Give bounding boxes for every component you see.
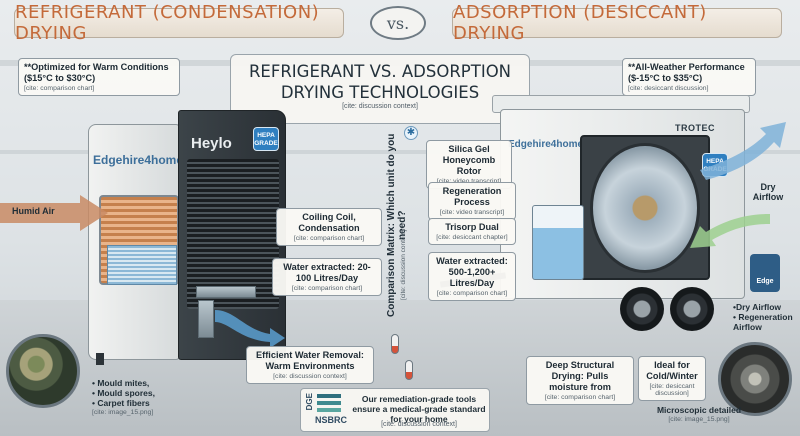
- rotor-callout: Silica Gel Honeycomb Rotor [cite: video …: [426, 140, 512, 189]
- drain-valve: [198, 300, 214, 338]
- microscopic-spore-image: [718, 342, 792, 416]
- removal-text: Efficient Water Removal: Warm Environmen…: [256, 350, 364, 371]
- deep-drying-cite: [cite: comparison chart]: [544, 394, 616, 401]
- right-water-text: Water extracted: 500-1,200+ Litres/Day: [436, 256, 508, 288]
- deep-drying-callout: Deep Structural Drying: Pulls moisture f…: [526, 356, 634, 405]
- model-name: Heylo: [191, 135, 232, 152]
- nsbrc-logo: NSBRC: [315, 415, 348, 425]
- thermometer-icon: [391, 334, 399, 354]
- micro-cite: [cite: image_15.png]: [668, 416, 730, 423]
- regen-airflow-arrow: [690, 214, 770, 248]
- snowflake-icon: ✱: [404, 126, 418, 140]
- coil-callout: Coiling Coil, Condensation [cite: compar…: [276, 208, 382, 246]
- edge-logo: Edge: [750, 254, 780, 292]
- airflow-list: •Dry Airflow • Regeneration Airflow: [733, 302, 797, 332]
- deep-drying-text: Deep Structural Drying: Pulls moisture f…: [545, 360, 615, 392]
- right-water-cite: [cite: comparison chart]: [436, 290, 508, 297]
- bottom-card: DGE NSBRC Our remediation-grade tools en…: [300, 388, 490, 432]
- micro-text: Microscopic detailed: [656, 405, 742, 415]
- right-banner: ADSORPTION (DESICCANT) DRYING: [452, 2, 782, 44]
- unit-side-panel: Heylo HEPA GRADE: [178, 110, 286, 360]
- trailer-wheel: [620, 287, 664, 331]
- water-tank: [532, 205, 584, 280]
- right-brand: Edgehire4homes: [508, 139, 589, 150]
- regen-cite: [cite: video transcript]: [439, 209, 505, 216]
- regen-text: Regeneration Process: [442, 186, 502, 207]
- humid-air-arrow: [0, 195, 108, 231]
- cold-cite: [cite: desiccant discussion]: [649, 383, 695, 397]
- left-temp-cite: [cite: comparison chart]: [24, 85, 95, 92]
- background-beam: [0, 150, 800, 154]
- allergen-item: • Carpet fibers: [92, 398, 150, 408]
- allergen-item: • Mould spores,: [92, 388, 155, 398]
- air-grille: [187, 159, 279, 309]
- dry-airflow-label: Dry Airflow: [752, 182, 784, 202]
- bottom-cite: [cite: discussion context]: [381, 421, 457, 428]
- coil-cite: [cite: comparison chart]: [293, 235, 365, 242]
- right-temp-cite: [cite: desiccant discussion]: [628, 85, 709, 92]
- unit-foot: [96, 353, 104, 365]
- humid-air-label: Humid Air: [12, 206, 55, 216]
- trailer-wheel: [670, 287, 714, 331]
- evaporator-coil: [107, 245, 177, 285]
- thermometer-icon: [405, 360, 413, 380]
- title-line-2: DRYING TECHNOLOGIES: [280, 83, 480, 102]
- trisorp-callout: Trisorp Dual [cite: desiccant chapter]: [428, 218, 516, 245]
- rotor-cite: [cite: video transcript]: [432, 178, 506, 185]
- allergen-cite: [cite: image_15.png]: [92, 409, 154, 416]
- removal-cite: [cite: discussion context]: [273, 373, 347, 380]
- rotor-text: Silica Gel Honeycomb Rotor: [442, 144, 496, 176]
- title-line-1: REFRIGERANT VS. ADSORPTION: [248, 62, 512, 81]
- unit-front-panel: Edgehire4homes: [88, 124, 190, 360]
- maker-logo: TROTEC: [675, 123, 715, 133]
- micro-caption: Microscopic detailed [cite: image_15.png…: [654, 405, 744, 425]
- cold-text: Ideal for Cold/Winter: [646, 360, 698, 381]
- right-temp-callout: **All-Weather Performance ($-15°C to $35…: [622, 58, 756, 96]
- airflow-item: • Regeneration Airflow: [733, 312, 793, 332]
- bottom-text: Our remediation-grade tools ensure a med…: [352, 394, 486, 424]
- trisorp-cite: [cite: desiccant chapter]: [436, 234, 508, 241]
- left-water-cite: [cite: comparison chart]: [291, 285, 363, 292]
- dry-airflow-arrow: [700, 122, 786, 180]
- comparison-question-cite: [cite: discussion context]: [400, 229, 407, 300]
- water-flow-arrow: [215, 310, 285, 348]
- hepa-badge: HEPA GRADE: [253, 127, 279, 151]
- left-water-text: Water extracted: 20-100 Litres/Day: [283, 262, 371, 283]
- right-temp-text: **All-Weather Performance ($-15°C to $35…: [628, 62, 745, 83]
- removal-callout: Efficient Water Removal: Warm Environmen…: [246, 346, 374, 384]
- coil-text: Coiling Coil, Condensation: [298, 212, 360, 233]
- left-temp-text: **Optimized for Warm Conditions ($15°C t…: [24, 62, 169, 83]
- desiccant-rotor: [590, 143, 700, 273]
- title-cite: [cite: discussion context]: [342, 103, 418, 110]
- right-water-callout: Water extracted: 500-1,200+ Litres/Day […: [428, 252, 516, 301]
- allergen-list: • Mould mites, • Mould spores, • Carpet …: [92, 378, 155, 418]
- left-banner: REFRIGERANT (CONDENSATION) DRYING: [14, 2, 344, 44]
- desiccant-trailer-unit: Edgehire4homes TROTEC HEPA GRADE: [439, 95, 750, 331]
- cold-callout: Ideal for Cold/Winter [cite: desiccant d…: [638, 356, 706, 401]
- left-brand: Edgehire4homes: [93, 153, 190, 167]
- trisorp-text: Trisorp Dual: [445, 222, 499, 232]
- left-temp-callout: **Optimized for Warm Conditions ($15°C t…: [18, 58, 180, 96]
- refrigerant-dehumidifier: Edgehire4homes Heylo HEPA GRADE: [88, 110, 288, 365]
- nsbrc-stripes-icon: [317, 394, 341, 412]
- drain-pipe: [196, 286, 256, 298]
- airflow-item: •Dry Airflow: [733, 302, 781, 312]
- dge-logo: DGE: [305, 393, 314, 411]
- allergen-item: • Mould mites,: [92, 378, 150, 388]
- regen-callout: Regeneration Process [cite: video transc…: [428, 182, 516, 220]
- mould-mite-magnified-image: [6, 334, 80, 408]
- vs-badge: vs.: [370, 6, 426, 40]
- left-water-callout: Water extracted: 20-100 Litres/Day [cite…: [272, 258, 382, 296]
